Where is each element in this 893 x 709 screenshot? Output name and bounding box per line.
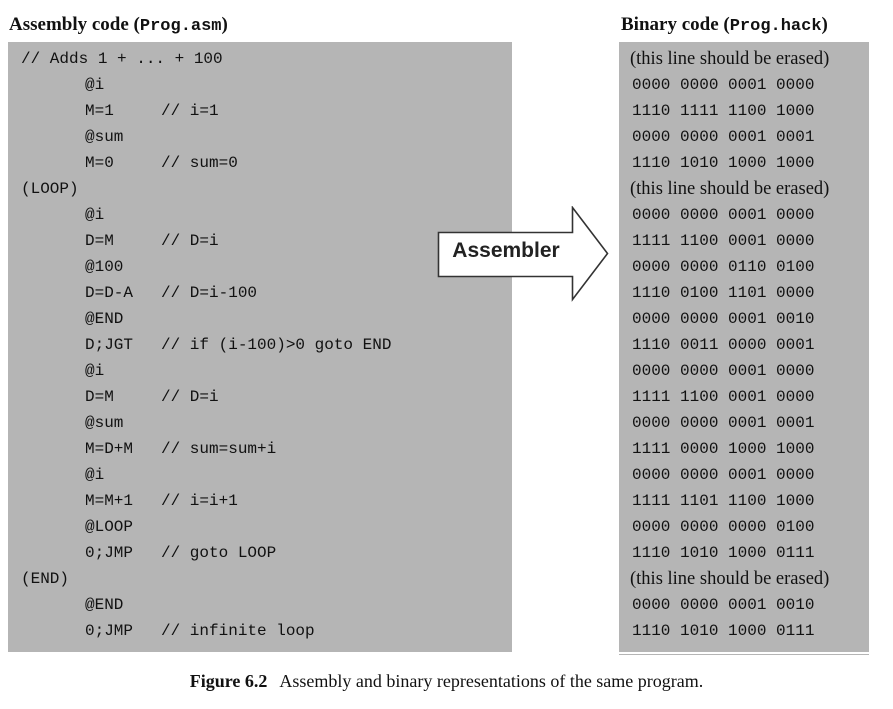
asm-comment: // sum=0 xyxy=(161,154,238,172)
assembly-line: @END xyxy=(8,592,512,618)
figure-number: Figure 6.2 xyxy=(189,671,268,691)
asm-instruction: @END xyxy=(85,310,124,328)
asm-instruction: M=0 xyxy=(85,154,114,172)
asm-comment: // infinite loop xyxy=(161,622,315,640)
asm-instruction: @i xyxy=(85,466,105,484)
assembly-line: M=1 // i=1 xyxy=(8,98,512,124)
asm-comment: // if (i-100)>0 goto END xyxy=(161,336,392,354)
erased-line-note: (this line should be erased) xyxy=(630,49,830,69)
hack-filename: Prog.hack xyxy=(729,17,822,36)
assembly-line: // Adds 1 + ... + 100 xyxy=(8,46,512,72)
assembly-line: @LOOP xyxy=(8,514,512,540)
asm-instruction: D=D-A xyxy=(85,284,134,302)
binary-line: 1110 1010 1000 1000 xyxy=(632,154,815,172)
asm-instruction: @i xyxy=(85,76,105,94)
assembly-line: (LOOP) xyxy=(8,176,512,202)
assembly-line: @i xyxy=(8,202,512,228)
binary-line: 0000 0000 0001 0010 xyxy=(632,310,815,328)
figure-caption: Figure 6.2 Assembly and binary representa… xyxy=(0,671,893,692)
asm-label: (END) xyxy=(21,570,70,588)
assembly-code-title: Assembly code (Prog.asm) xyxy=(9,14,228,36)
assembly-line: 0;JMP // infinite loop xyxy=(8,618,512,644)
asm-instruction: 0;JMP xyxy=(85,544,134,562)
asm-instruction: D=M xyxy=(85,232,114,250)
binary-line: 0000 0000 0001 0001 xyxy=(632,414,815,432)
assembler-label: Assembler xyxy=(452,239,560,262)
asm-instruction: @100 xyxy=(85,258,124,276)
asm-comment: // D=i xyxy=(161,232,219,250)
assembly-line: @100 xyxy=(8,254,512,280)
binary-line: 0000 0000 0001 0001 xyxy=(632,128,815,146)
asm-comment: // sum=sum+i xyxy=(161,440,277,458)
binary-line: 0000 0000 0001 0010 xyxy=(632,596,815,614)
asm-label: // Adds 1 + ... + 100 xyxy=(21,50,223,68)
binary-line: 1110 0011 0000 0001 xyxy=(632,336,815,354)
assembly-line: M=0 // sum=0 xyxy=(8,150,512,176)
assembly-line: D=M // D=i xyxy=(8,384,512,410)
asm-comment: // i=1 xyxy=(161,102,219,120)
binary-line: 1110 1010 1000 0111 xyxy=(632,622,815,640)
binary-line: 1111 1101 1100 1000 xyxy=(632,492,815,510)
assembly-line: D;JGT // if (i-100)>0 goto END xyxy=(8,332,512,358)
binary-line: 0000 0000 0110 0100 xyxy=(632,258,815,276)
binary-line: 1111 0000 1000 1000 xyxy=(632,440,815,458)
binary-line: 0000 0000 0001 0000 xyxy=(632,206,815,224)
binary-code-title: Binary code (Prog.hack) xyxy=(621,14,828,36)
binary-line: 0000 0000 0001 0000 xyxy=(632,76,815,94)
asm-instruction: D=M xyxy=(85,388,114,406)
binary-line: 0000 0000 0001 0000 xyxy=(632,362,815,380)
assembly-line: @END xyxy=(8,306,512,332)
asm-instruction: @i xyxy=(85,206,105,224)
assembly-line: (END) xyxy=(8,566,512,592)
binary-line: 1111 1100 0001 0000 xyxy=(632,232,815,250)
asm-instruction: @sum xyxy=(85,128,124,146)
binary-panel-underline xyxy=(619,654,869,655)
asm-instruction: @LOOP xyxy=(85,518,134,536)
assembly-line: @sum xyxy=(8,410,512,436)
assembly-line: D=M // D=i xyxy=(8,228,512,254)
assembly-line: M=M+1 // i=i+1 xyxy=(8,488,512,514)
assembly-line: 0;JMP // goto LOOP xyxy=(8,540,512,566)
asm-filename: Prog.asm xyxy=(139,17,222,36)
assembly-line: D=D-A // D=i-100 xyxy=(8,280,512,306)
asm-instruction: @i xyxy=(85,362,105,380)
asm-instruction: @sum xyxy=(85,414,124,432)
asm-comment: // D=i xyxy=(161,388,219,406)
assembly-line: M=D+M // sum=sum+i xyxy=(8,436,512,462)
binary-line: 0000 0000 0000 0100 xyxy=(632,518,815,536)
asm-instruction: M=D+M xyxy=(85,440,134,458)
binary-line: 1110 1010 1000 0111 xyxy=(632,544,815,562)
asm-instruction: 0;JMP xyxy=(85,622,134,640)
assembly-line: @i xyxy=(8,72,512,98)
asm-label: (LOOP) xyxy=(21,180,79,198)
binary-line: 1111 1100 0001 0000 xyxy=(632,388,815,406)
binary-code-panel: (this line should be erased) 0000 0000 00… xyxy=(619,42,869,652)
caption-text: Assembly and binary representations of t… xyxy=(279,671,704,691)
assembly-line: @i xyxy=(8,358,512,384)
asm-instruction: M=1 xyxy=(85,102,114,120)
assembly-line: @i xyxy=(8,462,512,488)
erased-line-note: (this line should be erased) xyxy=(630,179,830,199)
erased-line-note: (this line should be erased) xyxy=(630,569,830,589)
asm-comment: // D=i-100 xyxy=(161,284,258,302)
assembler-arrow-icon xyxy=(437,206,609,302)
asm-comment: // i=i+1 xyxy=(161,492,238,510)
binary-line: 1110 0100 1101 0000 xyxy=(632,284,815,302)
binary-line: 1110 1111 1100 1000 xyxy=(632,102,815,120)
asm-instruction: @END xyxy=(85,596,124,614)
binary-line: 0000 0000 0001 0000 xyxy=(632,466,815,484)
asm-instruction: D;JGT xyxy=(85,336,134,354)
asm-comment: // goto LOOP xyxy=(161,544,277,562)
assembly-line: @sum xyxy=(8,124,512,150)
asm-instruction: M=M+1 xyxy=(85,492,134,510)
